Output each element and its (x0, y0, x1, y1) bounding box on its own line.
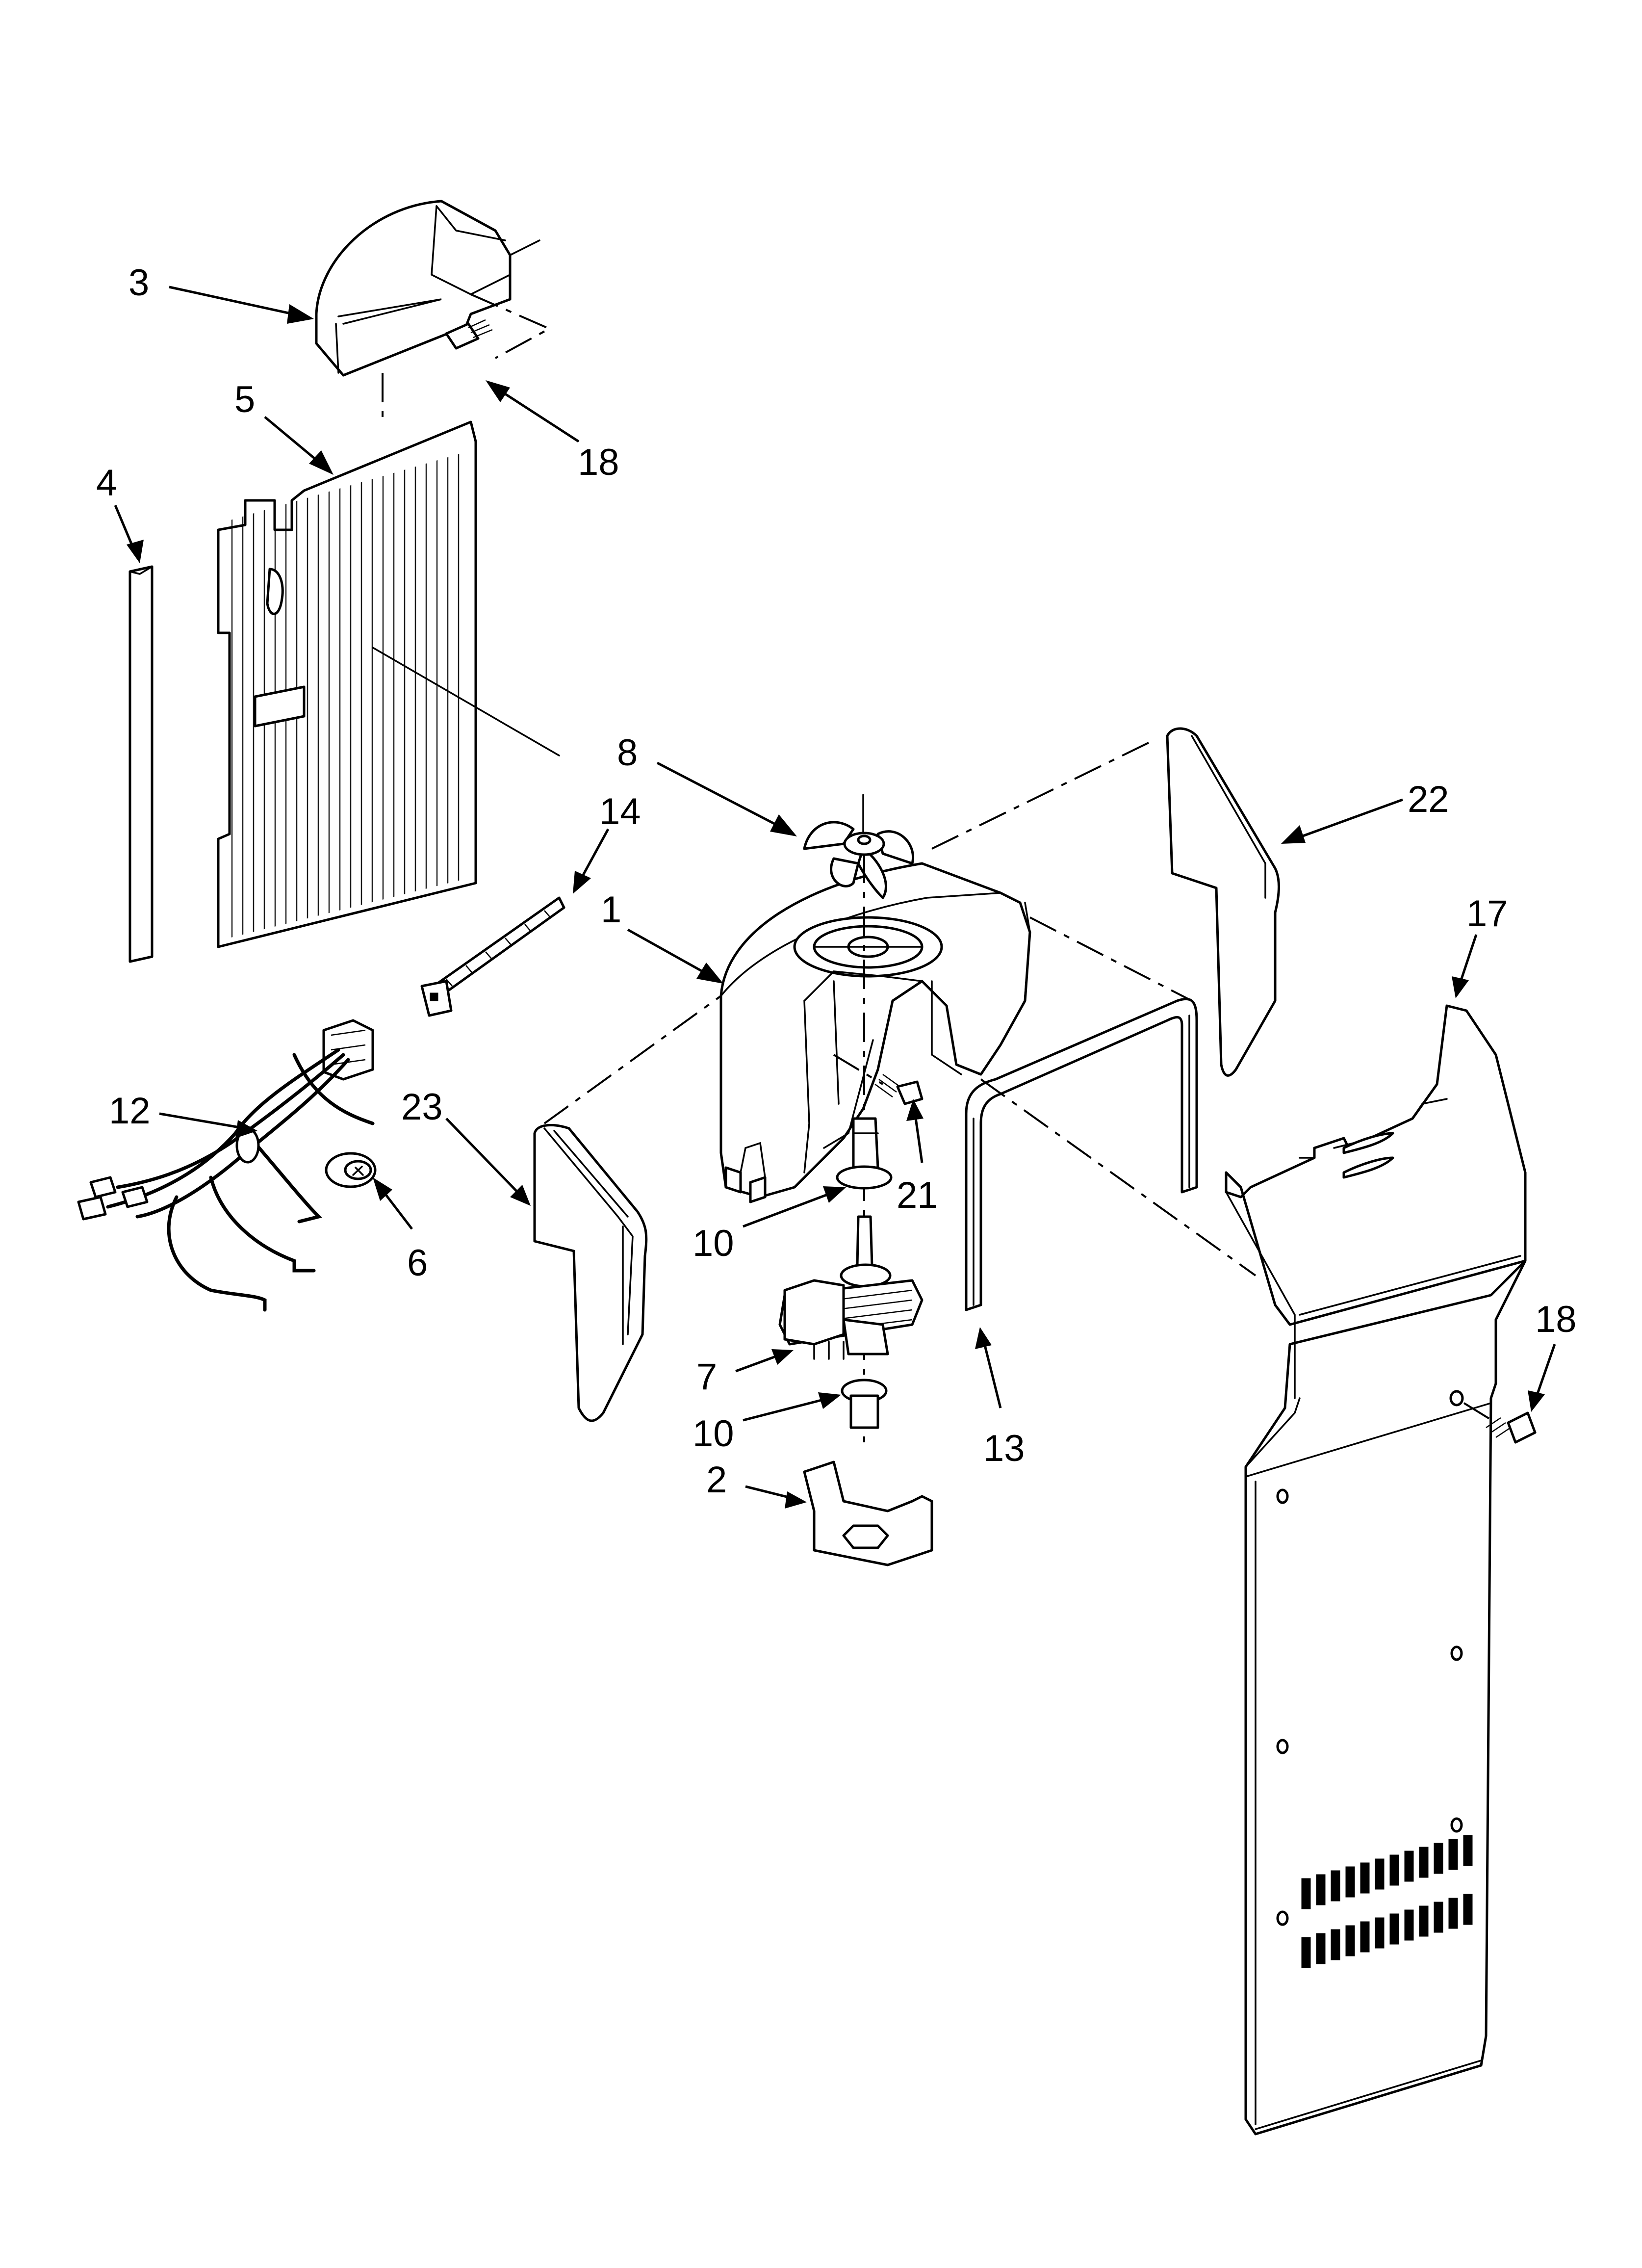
callout-14: 14 (599, 791, 641, 833)
part-14-cable-tie (420, 896, 565, 1017)
part-8-fan-blade (803, 794, 914, 899)
callout-22: 22 (1408, 779, 1449, 820)
part-3-air-diffuser (315, 200, 540, 377)
part-5-evaporator-panel (217, 420, 560, 948)
callout-8: 8 (617, 732, 638, 774)
part-23-duct-panel-left (533, 1123, 648, 1422)
callout-13: 13 (983, 1428, 1025, 1469)
callout-7: 7 (696, 1356, 717, 1398)
callout-1: 1 (601, 889, 621, 931)
part-2-motor-bracket (803, 1460, 933, 1566)
callout-12: 12 (109, 1090, 151, 1132)
part-18-screw-right (1449, 1390, 1537, 1444)
part-6-grommet (325, 1152, 377, 1188)
callout-labels: 3 5 4 18 8 22 14 1 17 12 23 6 21 10 7 10… (96, 262, 1577, 1501)
part-12-wiring-harness (77, 1019, 375, 1312)
callout-21: 21 (897, 1174, 938, 1216)
part-4-insulation-strip (128, 565, 154, 963)
callout-6: 6 (407, 1242, 428, 1284)
callout-2: 2 (706, 1459, 727, 1501)
callout-18-right: 18 (1535, 1299, 1577, 1340)
part-10-grommet-upper (836, 1117, 893, 1190)
callout-3: 3 (128, 262, 149, 304)
part-17-rear-duct-cover (1225, 1004, 1527, 2136)
vent-slots (1301, 1835, 1473, 1968)
part-18-screw-top (445, 319, 493, 350)
part-1-fan-shroud (719, 862, 1031, 1203)
part-7-fan-motor (778, 1215, 924, 1360)
callout-4: 4 (96, 462, 117, 504)
leader-lines (114, 286, 1556, 1509)
part-21-screw (833, 1054, 924, 1105)
part-10-grommet-lower (841, 1379, 888, 1429)
callout-10-lower: 10 (693, 1413, 734, 1455)
callout-23: 23 (401, 1086, 443, 1128)
callout-10-upper: 10 (693, 1223, 734, 1264)
callout-17: 17 (1466, 893, 1508, 935)
part-22-duct-panel-right (1166, 727, 1280, 1077)
callout-5: 5 (234, 379, 255, 420)
callout-18-top: 18 (578, 442, 619, 483)
part-13-u-seal (965, 997, 1198, 1311)
